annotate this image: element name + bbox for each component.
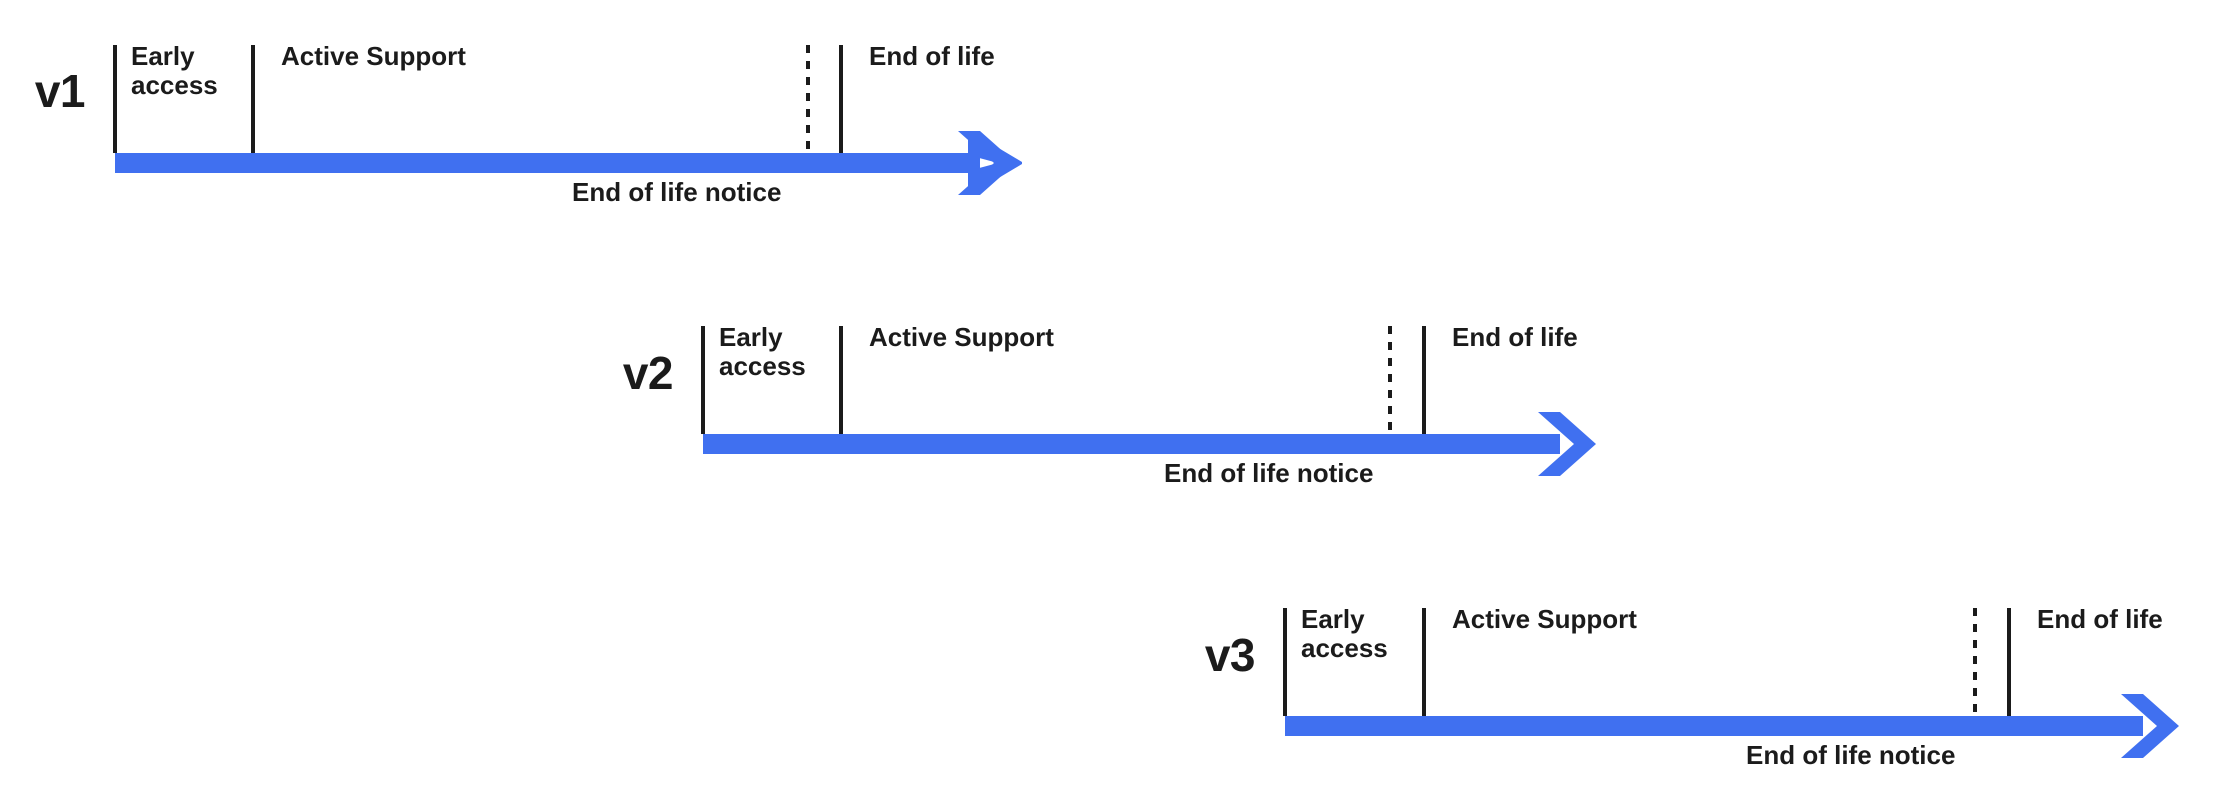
end-of-life-notice-marker-v3	[1973, 608, 1977, 716]
timeline-arrowhead-v2	[1538, 412, 1596, 476]
phase-label-active-support-v3: Active Support	[1452, 604, 1637, 634]
phase-divider-start-v3	[1283, 608, 1287, 716]
phase-divider-active-support-v3	[1422, 608, 1426, 716]
end-of-life-notice-label-v3: End of life notice	[1746, 740, 1956, 770]
phase-label-early-access-v3: Early access	[1301, 604, 1388, 664]
end-of-life-notice-label-v1: End of life notice	[572, 177, 782, 207]
timeline-arrowhead-v1	[958, 131, 1022, 195]
phase-divider-end-of-life-v1	[839, 45, 843, 153]
phase-label-end-of-life-v3: End of life	[2037, 604, 2163, 634]
phase-label-early-access-v2: Early access	[719, 322, 806, 382]
phase-label-active-support-v2: Active Support	[869, 322, 1054, 352]
phase-label-active-support-v1: Active Support	[281, 41, 466, 71]
phase-divider-active-support-v1	[251, 45, 255, 153]
phase-divider-start-v2	[701, 326, 705, 434]
phase-divider-end-of-life-v2	[1422, 326, 1426, 434]
phase-label-early-access-v1: Early access	[131, 41, 218, 101]
timeline-bar-v2	[703, 434, 1560, 454]
timeline-bar-v1	[115, 153, 980, 173]
timeline-arrowhead-v3	[2121, 694, 2179, 758]
phase-divider-active-support-v2	[839, 326, 843, 434]
end-of-life-notice-marker-v1	[806, 45, 810, 153]
version-label-v1: v1	[34, 65, 86, 117]
version-label-v2: v2	[622, 347, 674, 399]
phase-label-end-of-life-v2: End of life	[1452, 322, 1578, 352]
version-label-v3: v3	[1204, 629, 1256, 681]
end-of-life-notice-label-v2: End of life notice	[1164, 458, 1374, 488]
phase-divider-start-v1	[113, 45, 117, 153]
phase-label-end-of-life-v1: End of life	[869, 41, 995, 71]
timeline-bar-v3	[1285, 716, 2143, 736]
phase-divider-end-of-life-v3	[2007, 608, 2011, 716]
end-of-life-notice-marker-v2	[1388, 326, 1392, 434]
